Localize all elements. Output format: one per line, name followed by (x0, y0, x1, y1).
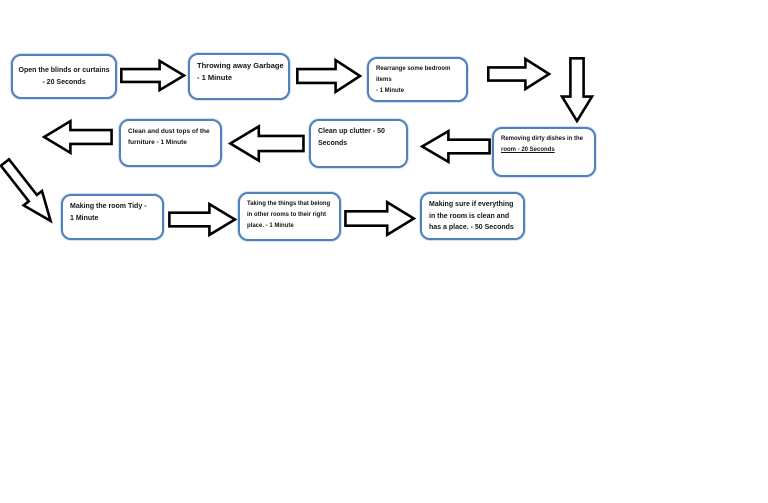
flow-step-text: Making the room Tidy - (70, 203, 147, 210)
arrow-left-icon (228, 123, 305, 164)
flow-step-clean-clutter: Clean up clutter - 50 Seconds (309, 119, 408, 168)
arrow-down-icon (559, 57, 595, 123)
flow-step-text: Removing dirty dishes in the (501, 136, 584, 142)
flow-step-duration: - 1 Minute (376, 87, 404, 94)
flow-step-text: Clean up clutter - 50 (318, 128, 385, 135)
flow-step-text: items (376, 76, 392, 83)
flow-step-make-tidy: Making the room Tidy - 1 Minute (61, 194, 164, 240)
flow-step-text: Taking the things that belong (247, 201, 331, 207)
flow-step-text: Making sure if everything (429, 201, 514, 208)
flow-step-rearrange-items: Rearrange some bedroom items - 1 Minute (367, 57, 468, 102)
flow-step-text: in the room is clean and (429, 212, 510, 220)
flow-step-duration: furniture - 1 Minute (128, 139, 187, 147)
flow-step-text: Clean and dust tops of the (128, 128, 210, 135)
flow-step-final-check: Making sure if everything in the room is… (420, 192, 525, 240)
arrow-right-icon (344, 199, 416, 238)
flow-step-text: Throwing away Garbage (197, 61, 284, 70)
flow-step-throw-garbage: Throwing away Garbage - 1 Minute (188, 53, 290, 100)
flow-step-dust-furniture: Clean and dust tops of the furniture - 1… (119, 119, 222, 167)
flow-step-duration: room - 20 Seconds (501, 146, 555, 153)
flow-step-text: Rearrange some bedroom (376, 66, 451, 72)
flow-step-duration: Seconds (318, 139, 348, 147)
flow-step-duration: has a place. - 50 Seconds (429, 224, 514, 232)
flow-step-remove-dishes: Removing dirty dishes in the room - 20 S… (492, 127, 596, 177)
flow-step-return-things: Taking the things that belong in other r… (238, 192, 341, 241)
flow-step-text: in other rooms to their right (247, 211, 326, 218)
flow-step-duration: place. - 1 Minute (247, 222, 294, 229)
flow-step-duration: - 20 Seconds (42, 78, 86, 86)
arrow-right-icon (296, 57, 362, 95)
arrow-right-icon (487, 56, 551, 92)
arrow-left-icon (420, 128, 491, 165)
arrow-left-icon (42, 118, 113, 156)
arrow-down-right-icon (0, 153, 63, 232)
arrow-right-icon (120, 58, 186, 93)
flow-step-text: Open the blinds or curtains (18, 66, 110, 74)
flow-step-open-blinds: Open the blinds or curtains - 20 Seconds (11, 54, 117, 99)
flow-step-duration: 1 Minute (70, 214, 99, 222)
flow-step-duration: - 1 Minute (197, 73, 232, 82)
arrow-right-icon (168, 201, 237, 238)
